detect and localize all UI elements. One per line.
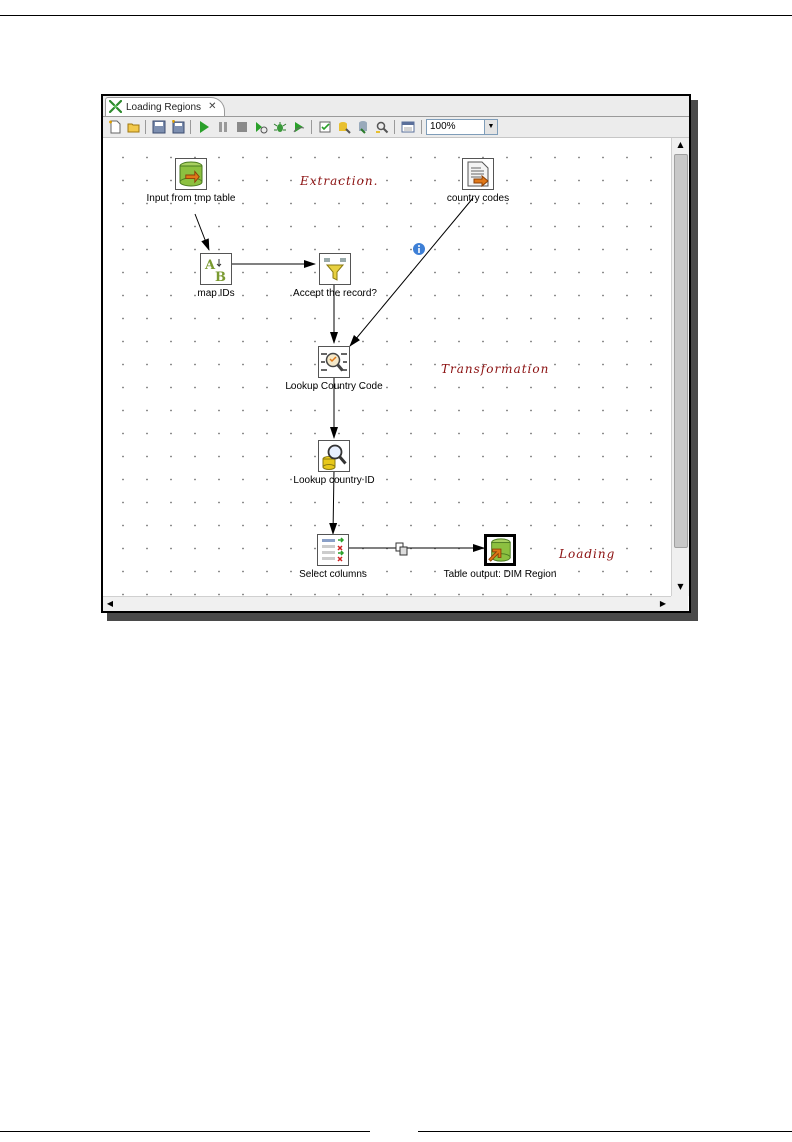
toolbar: 100% ▼ <box>103 117 689 138</box>
run-icon[interactable] <box>196 119 212 135</box>
step-label: Select columns <box>299 569 367 580</box>
explore-db-icon[interactable] <box>374 119 390 135</box>
note-loading[interactable]: Loading <box>559 547 616 561</box>
step-label: map IDs <box>197 288 235 299</box>
scroll-right-icon[interactable]: ▶ <box>656 597 670 611</box>
filter-rows-icon <box>319 253 351 285</box>
step-table-output[interactable]: Table output: DIM Region <box>440 534 560 580</box>
step-label: country codes <box>446 193 510 204</box>
preview-icon[interactable] <box>253 119 269 135</box>
text-file-input-icon <box>462 158 494 190</box>
toolbar-separator <box>394 120 395 134</box>
hop-countryid-to-select[interactable] <box>329 469 338 535</box>
hop-input-to-map[interactable] <box>194 213 210 251</box>
note-extraction[interactable]: Extraction. <box>300 174 379 188</box>
value-mapper-icon: A B <box>200 253 232 285</box>
replay-icon[interactable] <box>291 119 307 135</box>
close-icon[interactable]: ✕ <box>208 101 217 112</box>
verify-icon[interactable] <box>317 119 333 135</box>
page-bottom-rule-left <box>0 1131 370 1132</box>
scroll-up-icon[interactable]: ▲ <box>673 138 688 152</box>
step-label: Input from tmp table <box>146 193 236 204</box>
step-accept-record[interactable]: Accept the record? <box>275 253 395 299</box>
svg-text:A: A <box>204 258 216 273</box>
vertical-scrollbar[interactable]: ▲ ▼ <box>671 138 689 596</box>
page-top-rule <box>0 15 792 16</box>
toolbar-separator <box>311 120 312 134</box>
note-transformation[interactable]: Transformation <box>441 362 550 376</box>
stop-icon[interactable] <box>234 119 250 135</box>
copy-rows-icon[interactable] <box>395 541 409 556</box>
save-as-icon[interactable] <box>170 119 186 135</box>
svg-text:B: B <box>215 270 226 283</box>
scroll-down-icon[interactable]: ▼ <box>673 580 688 594</box>
step-country-codes[interactable]: country codes <box>418 158 538 204</box>
zoom-value: 100% <box>430 121 456 132</box>
database-lookup-icon <box>318 440 350 472</box>
step-select-columns[interactable]: Select columns <box>273 534 393 580</box>
pause-icon[interactable] <box>215 119 231 135</box>
select-values-icon <box>317 534 349 566</box>
toolbar-separator <box>190 120 191 134</box>
step-map-ids[interactable]: A B map IDs <box>156 253 276 299</box>
toolbar-separator <box>421 120 422 134</box>
toolbar-separator <box>145 120 146 134</box>
step-label: Lookup Country Code <box>285 381 383 392</box>
table-input-icon <box>175 158 207 190</box>
step-input-tmp-table[interactable]: Input from tmp table <box>131 158 251 204</box>
show-results-icon[interactable] <box>400 119 416 135</box>
step-label: Accept the record? <box>293 288 377 299</box>
table-output-icon <box>484 534 516 566</box>
debug-icon[interactable] <box>272 119 288 135</box>
tab-title: Loading Regions <box>126 101 202 113</box>
impact-icon[interactable] <box>336 119 352 135</box>
new-icon[interactable] <box>107 119 123 135</box>
step-lookup-country-id[interactable]: Lookup country ID <box>274 440 394 486</box>
horizontal-scrollbar[interactable]: ◀ ▶ <box>103 596 671 611</box>
tab-loading-regions[interactable]: Loading Regions ✕ <box>105 97 225 116</box>
info-icon[interactable] <box>412 241 426 256</box>
page-bottom-rule-right <box>418 1131 792 1132</box>
sql-icon[interactable] <box>355 119 371 135</box>
transformation-editor-window: Loading Regions ✕ <box>101 94 691 613</box>
step-lookup-country-code[interactable]: Lookup Country Code <box>274 346 394 392</box>
transformation-canvas[interactable]: Extraction. Transformation Loading Input… <box>103 138 671 596</box>
scrollbar-corner <box>671 596 688 611</box>
hop-codes-to-lookup[interactable] <box>349 197 474 347</box>
scroll-thumb[interactable] <box>674 154 688 548</box>
open-icon[interactable] <box>126 119 142 135</box>
step-label: Table output: DIM Region <box>443 569 557 580</box>
editor-tab-bar: Loading Regions ✕ <box>103 96 689 117</box>
chevron-down-icon[interactable]: ▼ <box>484 120 497 134</box>
hop-lines <box>194 197 485 552</box>
zoom-select[interactable]: 100% ▼ <box>426 119 498 135</box>
spoon-transformation-icon <box>108 98 123 117</box>
scroll-left-icon[interactable]: ◀ <box>103 597 117 611</box>
save-icon[interactable] <box>151 119 167 135</box>
stream-lookup-icon <box>318 346 350 378</box>
step-label: Lookup country ID <box>293 475 375 486</box>
